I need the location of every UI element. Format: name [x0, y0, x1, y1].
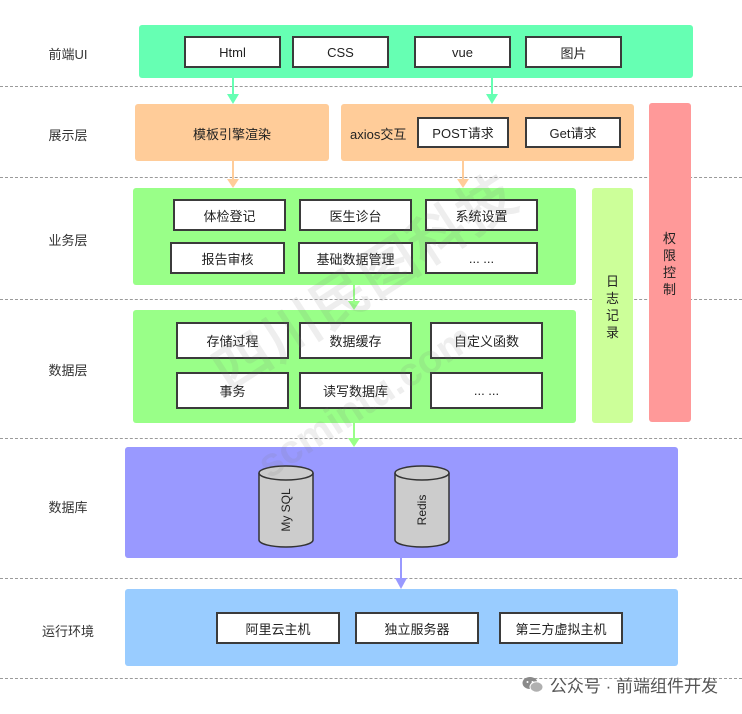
data-item: 事务: [176, 372, 289, 409]
wechat-icon: [522, 676, 544, 694]
post-request: POST请求: [417, 117, 509, 148]
business-item: 基础数据管理: [298, 242, 413, 274]
frontend-item-vue: vue: [414, 36, 511, 68]
data-item: 读写数据库: [299, 372, 412, 409]
business-item: 报告审核: [170, 242, 285, 274]
runtime-item: 独立服务器: [355, 612, 479, 644]
footer-text: 公众号 · 前端组件开发: [549, 677, 718, 696]
log-band: [592, 188, 633, 423]
arrow-down-icon: [348, 423, 360, 447]
arrow-down-icon: [227, 161, 239, 188]
permission-label: 权限控制: [662, 231, 676, 297]
frontend-item-html: Html: [184, 36, 281, 68]
business-item: ... ...: [425, 242, 538, 274]
separator: [0, 438, 742, 439]
frontend-item-css: CSS: [292, 36, 389, 68]
layer-label-runtime: 运行环境: [41, 624, 94, 639]
arrow-down-icon: [227, 78, 239, 104]
data-item: 自定义函数: [430, 322, 543, 359]
layer-label-display: 展示层: [48, 128, 88, 143]
business-item: 医生诊台: [299, 199, 412, 231]
data-item: ... ...: [430, 372, 543, 409]
arrow-down-icon: [457, 161, 469, 188]
cylinder-icon: [258, 465, 314, 548]
redis-label: Redis: [415, 494, 429, 526]
template-engine-band: [135, 104, 329, 161]
data-item: 数据缓存: [299, 322, 412, 359]
axios-label: axios交互: [350, 127, 407, 142]
arrow-down-icon: [348, 285, 360, 310]
log-label: 日志记录: [605, 274, 619, 340]
template-engine-label: 模板引擎渲染: [193, 127, 272, 142]
layer-label-data: 数据层: [48, 363, 88, 378]
get-request: Get请求: [525, 117, 621, 148]
business-item: 系统设置: [425, 199, 538, 231]
permission-band: [649, 103, 691, 422]
runtime-item: 第三方虚拟主机: [499, 612, 623, 644]
separator: [0, 678, 742, 679]
separator: [0, 177, 742, 178]
footer: 公众号 · 前端组件开发: [522, 672, 718, 697]
frontend-item-image: 图片: [525, 36, 622, 68]
separator: [0, 299, 742, 300]
cylinder-icon: [394, 465, 450, 548]
separator: [0, 578, 742, 579]
runtime-item: 阿里云主机: [216, 612, 340, 644]
layer-label-database: 数据库: [48, 500, 88, 515]
layer-label-business: 业务层: [48, 233, 88, 248]
separator: [0, 86, 742, 87]
arrow-down-icon: [486, 68, 498, 104]
business-item: 体检登记: [173, 199, 286, 231]
layer-label-frontend: 前端UI: [48, 47, 88, 62]
arrow-down-icon: [395, 558, 407, 589]
mysql-label: My SQL: [279, 488, 293, 532]
data-item: 存储过程: [176, 322, 289, 359]
